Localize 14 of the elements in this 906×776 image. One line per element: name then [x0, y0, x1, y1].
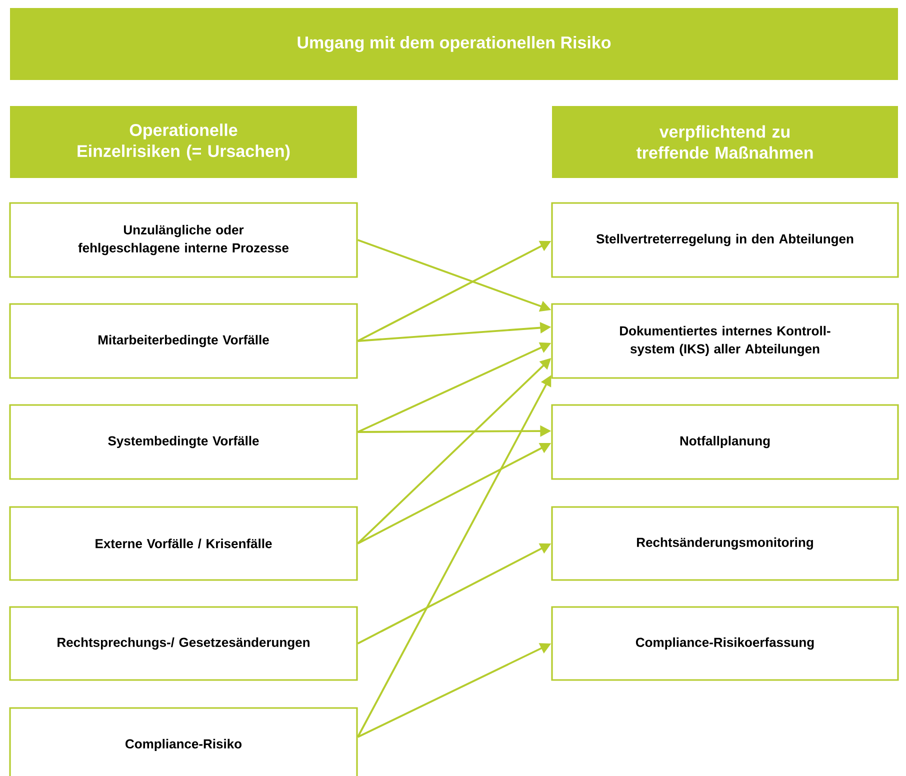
process-box: Rechtsänderungsmonitoring	[551, 506, 899, 581]
process-box: Compliance-Risiko	[9, 707, 358, 776]
process-box: Dokumentiertes internes Kontroll-system (IKS) aller Abteilungen	[551, 303, 899, 379]
process-box: Stellvertreterregelung in den Abteilungen	[551, 202, 899, 278]
process-box: Rechtsprechungs-/ Gesetzesänderungen	[9, 606, 358, 681]
title-band: Umgang mit dem operationellen Risiko	[10, 8, 898, 80]
process-box: Compliance-Risikoerfassung	[551, 606, 899, 681]
heading-band: Operationelle Einzelrisiken (= Ursachen)	[10, 106, 357, 178]
heading-band: verpflichtend zu treffende Maßnahmen	[552, 106, 898, 178]
process-box: Unzulängliche oder fehlgeschlagene interne Prozesse	[9, 202, 358, 278]
process-box: Notfallplanung	[551, 404, 899, 480]
process-box: Mitarbeiterbedingte Vorfälle	[9, 303, 358, 379]
process-box: Externe Vorfälle / Krisenfälle	[9, 506, 358, 581]
process-box: Systembedingte Vorfälle	[9, 404, 358, 480]
